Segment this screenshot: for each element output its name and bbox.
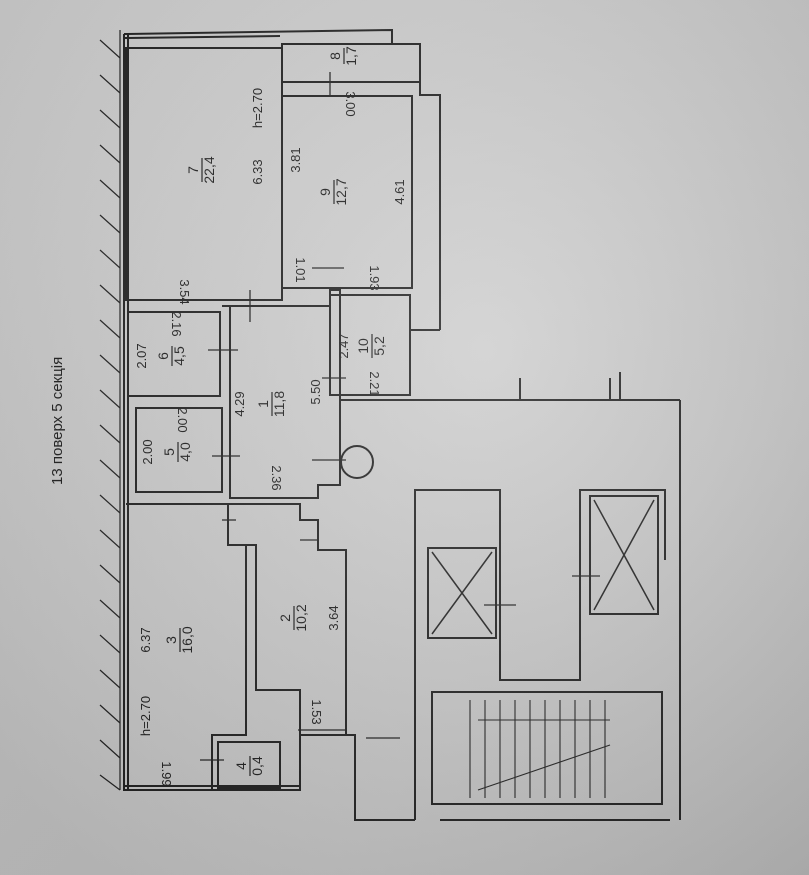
dim-r2-len: 3.64 [326, 605, 341, 630]
room-2-number: 2 [277, 614, 293, 622]
shaft-circle [340, 445, 374, 479]
room-2-outline [228, 503, 347, 736]
dim-r3-w: 1.99 [159, 761, 174, 786]
room-6-outline [127, 311, 221, 397]
room-3-area: 16,0 [179, 626, 195, 653]
room-10-area: 5,2 [371, 336, 387, 356]
room-5-number: 5 [161, 448, 177, 456]
dim-r10-b: 2.21 [367, 371, 382, 396]
dim-r1-c: 2.36 [269, 465, 284, 490]
room-7-area: 22,4 [201, 156, 217, 183]
room-8-area: 1,7 [343, 46, 359, 66]
dim-r9-w: 3.00 [343, 91, 358, 116]
dim-r7-height: h=2.70 [250, 88, 265, 128]
room-4-area: 0,4 [249, 756, 265, 776]
room-1-area: 11,8 [271, 391, 287, 417]
dim-r1-b: 5.50 [308, 379, 323, 404]
dim-r10-a: 2.47 [336, 333, 351, 358]
room-2-area: 10,2 [293, 604, 309, 631]
dim-r6-a: 2.07 [134, 343, 149, 368]
dimension-labels: h=2.70 6.33 3.54 3.00 3.81 4.61 1.93 1.0… [134, 88, 407, 787]
dim-r9-c: 1.93 [367, 265, 382, 290]
room-6-number: 6 [155, 352, 171, 360]
room-5-area: 4,0 [177, 442, 193, 462]
room-4-number: 4 [233, 762, 249, 770]
fraction-lines [171, 48, 373, 776]
room-3-number: 3 [163, 636, 179, 644]
dim-r3-len: 6.37 [138, 627, 153, 652]
dim-r7-len: 6.33 [250, 159, 265, 184]
floor-title: 13 поверх 5 секція [49, 357, 66, 485]
dim-r3-height: h=2.70 [138, 696, 153, 736]
room-7-number: 7 [185, 166, 201, 174]
dim-r2-w: 1.53 [309, 699, 324, 724]
room-8-number: 8 [327, 52, 343, 60]
dim-101: 1.01 [293, 257, 308, 282]
room-4-outline [217, 741, 281, 789]
wall-hatching [99, 30, 121, 791]
room-5-outline [135, 407, 223, 493]
room-8-outline [281, 43, 421, 83]
elevator-icons [431, 499, 655, 635]
stairs-icon [469, 700, 611, 798]
dim-r7-w: 3.54 [177, 279, 192, 304]
dim-r5-a: 2.00 [140, 439, 155, 464]
room-6-area: 4,5 [171, 346, 187, 366]
dim-r1-a: 4.29 [232, 391, 247, 416]
room-1-number: 1 [255, 400, 271, 408]
room-10-number: 10 [355, 338, 371, 354]
common-area [340, 329, 681, 821]
room-9-area: 12,7 [333, 178, 349, 205]
dim-r9-a: 3.81 [288, 147, 303, 172]
dim-r6-b: 2.16 [169, 311, 184, 336]
dim-r5-b: 2.00 [175, 407, 190, 432]
room-labels: 7 22,4 8 1,7 9 12,7 6 4,5 5 4,0 1 11,8 1… [155, 46, 387, 776]
dim-r9-b: 4.61 [392, 179, 407, 204]
room-9-outline [281, 95, 413, 289]
door-marks [200, 72, 600, 761]
room-9-number: 9 [317, 188, 333, 196]
